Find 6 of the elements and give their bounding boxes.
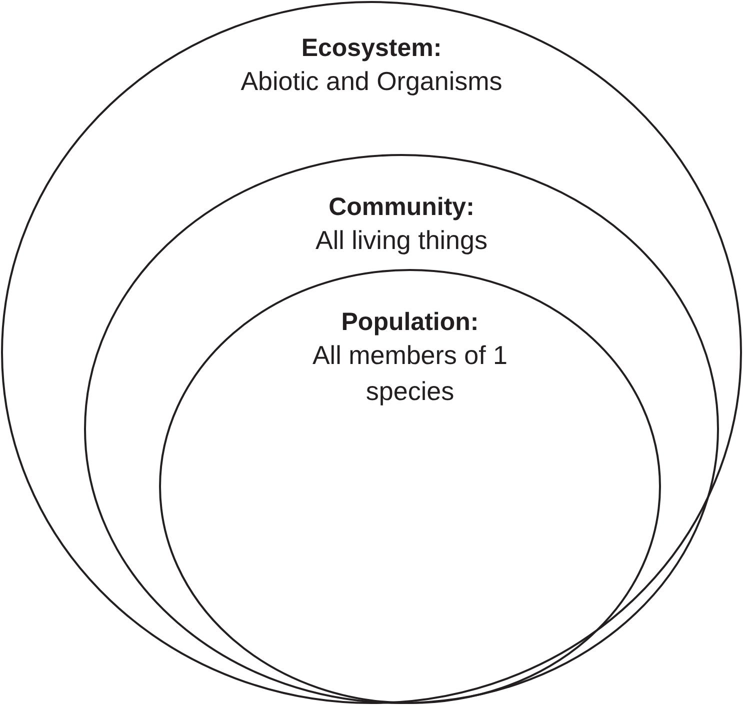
level-description: All living things bbox=[314, 224, 488, 257]
level-heading: Population: bbox=[341, 308, 479, 337]
level-heading: Community: bbox=[328, 193, 474, 222]
level-heading: Ecosystem: bbox=[301, 34, 442, 63]
level-description: Abiotic and Organisms bbox=[240, 65, 504, 98]
level-description: All members of 1 species bbox=[311, 339, 509, 408]
